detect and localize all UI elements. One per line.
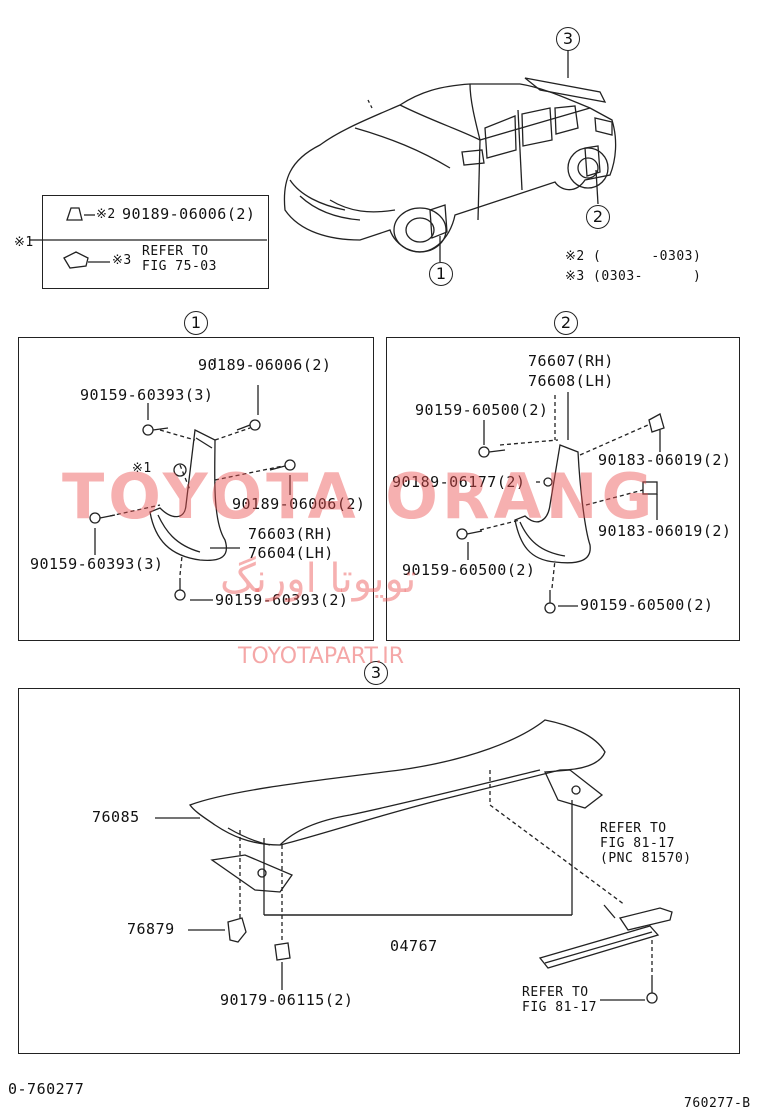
- clip-icon-legend: [63, 251, 89, 269]
- callout-2-car: 2: [586, 205, 610, 229]
- panel-1-part-b: 90159-60393(3): [80, 386, 214, 404]
- nut-90179-icon: [274, 942, 291, 961]
- legend-row2-line1: REFER TO: [142, 244, 209, 259]
- clip-76879-icon: [227, 917, 247, 943]
- panel-1-part-e: 90159-60393(3): [30, 555, 164, 573]
- leader-2: [595, 169, 599, 205]
- watermark-main: TOYOTA ORANG: [62, 460, 657, 533]
- panel-1-box: [18, 337, 374, 641]
- panel-1-part-a: 90189-06006(2): [198, 356, 332, 374]
- note-2: ※2 ( -0303): [565, 249, 702, 264]
- panel-2-part-f: 90159-60500(2): [402, 561, 536, 579]
- panel-2-part-a1: 76607(RH): [528, 352, 614, 370]
- legend-row2-line2: FIG 75-03: [142, 259, 217, 274]
- callout-1-car: 1: [429, 262, 453, 286]
- panel-2-part-d: 90189-06177(2): [392, 473, 526, 491]
- rear-spoiler-art: [188, 719, 673, 1004]
- legend-row2-mark: ※3: [112, 253, 132, 268]
- watermark-site: TOYOTAPART.IR: [238, 644, 405, 669]
- panel-1-part-f: 90159-60393(2): [215, 591, 349, 609]
- panel-3-part-nut: 90179-06115(2): [220, 991, 354, 1009]
- panel-2-part-a2: 76608(LH): [528, 372, 614, 390]
- panel-3-ref2-l1: REFER TO: [522, 985, 589, 1000]
- panel-3-part-spoiler: 76085: [92, 808, 140, 826]
- panel-3-ref1-l3: (PNC 81570): [600, 851, 692, 866]
- panel-2-title: 2: [554, 311, 578, 335]
- legend-row1-mark: ※2: [96, 207, 116, 222]
- panel-1-part-d1: 76603(RH): [248, 525, 334, 543]
- panel-3-title: 3: [364, 661, 388, 685]
- car-illustration: [283, 77, 617, 253]
- panel-2-part-c: 90183-06019(2): [598, 451, 732, 469]
- panel-2-part-b: 90159-60500(2): [415, 401, 549, 419]
- mudguard-front-art: [89, 419, 296, 601]
- panel-2-part-g: 90159-60500(2): [580, 596, 714, 614]
- panel-1-part-d2: 76604(LH): [248, 544, 334, 562]
- panel-3-part-seal: 04767: [390, 937, 438, 955]
- note-3: ※3 (0303- ): [565, 269, 702, 284]
- legend-box: [42, 195, 269, 289]
- watermark-persian: تویوتا اورنگ: [220, 556, 417, 602]
- footer-left: 0-760277: [8, 1080, 85, 1098]
- panel-3-part-clip: 76879: [127, 920, 175, 938]
- panel-1-mark: ※1: [132, 461, 152, 476]
- panel-3-ref2-l2: FIG 81-17: [522, 1000, 597, 1015]
- lamp-bar-icon: [538, 925, 660, 969]
- footer-right: 760277-B: [684, 1096, 751, 1111]
- panel-3-box: [18, 688, 740, 1054]
- callout-3-car: 3: [556, 27, 580, 51]
- nut-icon-legend: [66, 207, 83, 221]
- legend-row1-part: 90189-06006(2): [122, 205, 256, 223]
- panel-2-part-e: 90183-06019(2): [598, 522, 732, 540]
- panel-1-title: 1: [184, 311, 208, 335]
- panel-3-ref1-l2: FIG 81-17: [600, 836, 675, 851]
- panel-1-part-c: 90189-06006(2): [232, 495, 366, 513]
- panel-3-ref1-l1: REFER TO: [600, 821, 667, 836]
- mudguard-rear-art: [456, 395, 665, 614]
- panel-2-box: [386, 337, 740, 641]
- legend-group-mark: ※1: [14, 235, 34, 250]
